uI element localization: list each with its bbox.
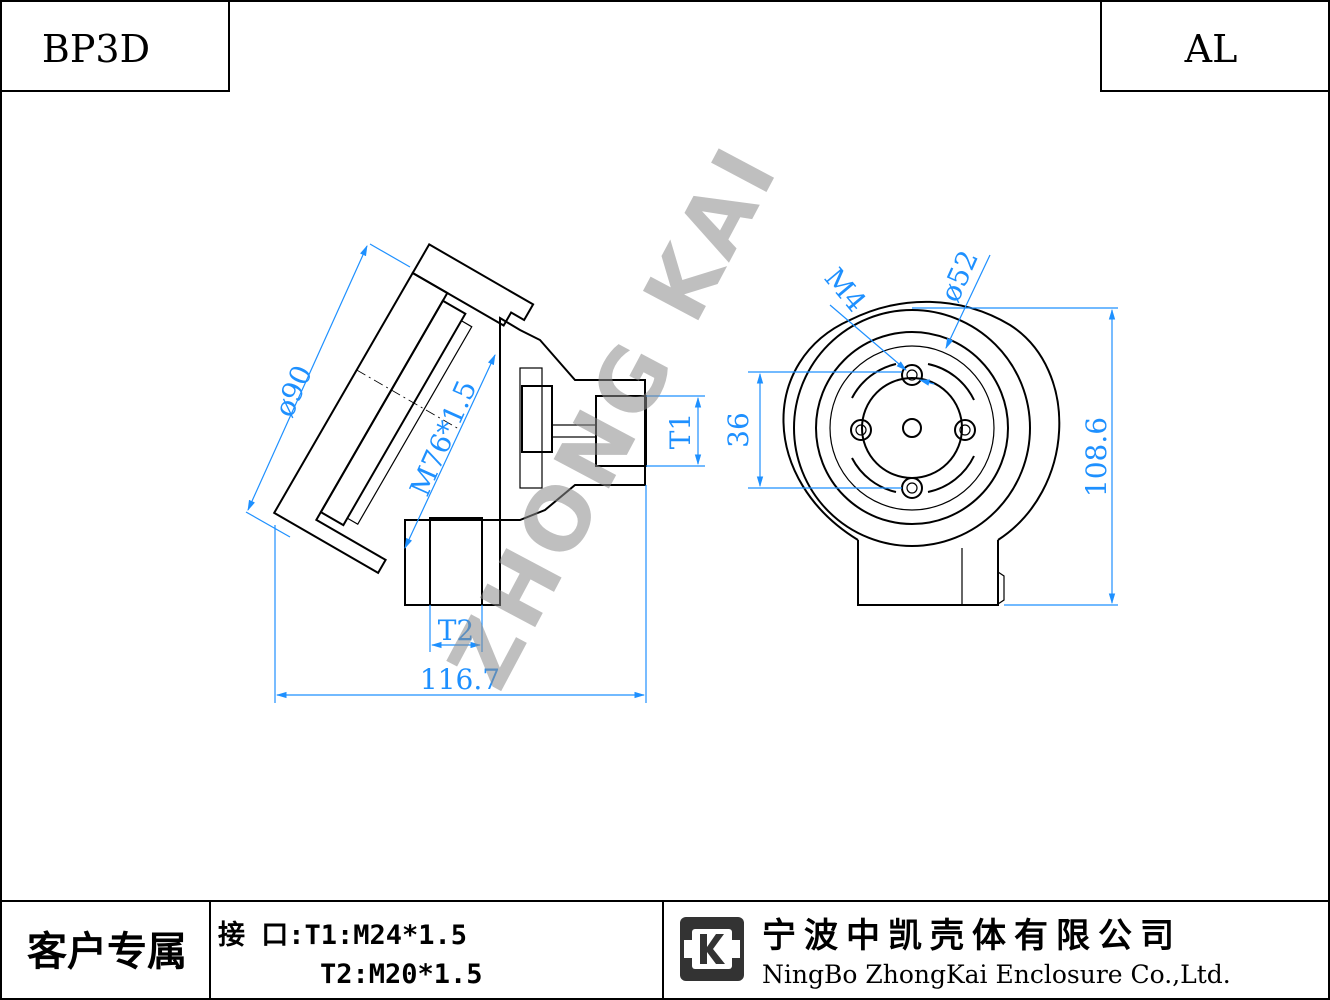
material-code: AL — [1184, 27, 1238, 71]
rim-ring — [793, 309, 1031, 547]
customer-label: 客户专属 — [27, 929, 187, 975]
screw-hole-right — [954, 419, 976, 441]
head-wall-section — [272, 271, 449, 575]
interface-spec-line2: T2:M20*1.5 — [320, 959, 483, 990]
inner-ring — [815, 331, 1009, 525]
base-block — [857, 540, 999, 606]
screw-hole-top — [901, 364, 923, 386]
header-left-box: BP3D — [1, 1, 230, 92]
company-name-en: NingBo ZhongKai Enclosure Co.,Ltd. — [762, 960, 1231, 989]
dim-port-t1: T1 — [664, 413, 697, 450]
dim-screw: M4 — [818, 261, 873, 318]
center-hole — [902, 418, 922, 438]
screw-hole-left — [850, 419, 872, 441]
dim-thread-cover: M76*1.5 — [403, 375, 483, 501]
neck-section — [499, 316, 646, 521]
dim-overall-height: 108.6 — [1080, 417, 1113, 497]
dim-overall-width: 116.7 — [420, 663, 500, 696]
dim-pitch: 36 — [722, 412, 755, 448]
interface-spec-line1: 接 口:T1:M24*1.5 — [218, 920, 467, 951]
company-name-cn: 宁波中凯壳体有限公司 — [762, 916, 1182, 956]
dim-diameter-inner: ø52 — [934, 245, 986, 306]
front-view: M4 ø52 36 108.6 — [722, 245, 1118, 606]
screw-hole-bottom — [901, 477, 923, 499]
model-code: BP3D — [42, 27, 150, 71]
terminal-block — [851, 363, 975, 493]
company-logo — [680, 917, 744, 981]
header-right-box: AL — [1100, 1, 1329, 92]
outer-housing — [782, 300, 1061, 541]
dim-port-t2: T2 — [438, 614, 475, 647]
title-block: 客户专属 接 口:T1:M24*1.5 T2:M20*1.5 宁波中凯壳体有限公… — [1, 900, 1329, 999]
